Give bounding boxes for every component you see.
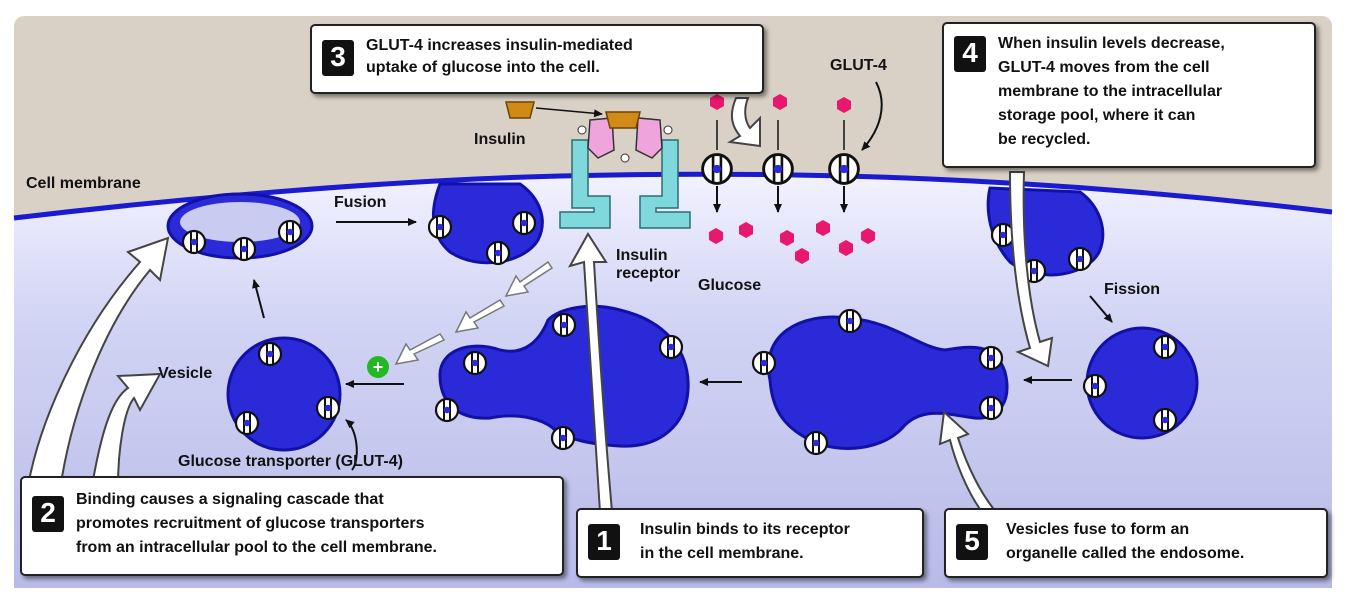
label-cell-membrane: Cell membrane <box>26 175 141 192</box>
label-glut4: GLUT-4 <box>830 57 887 74</box>
callout-step-1: 1 Insulin binds to its receptor in the c… <box>576 508 924 578</box>
label-insulin-receptor-line2: receptor <box>616 265 680 282</box>
step-2-number: 2 <box>32 496 64 532</box>
step-3-text-line1: GLUT-4 increases insulin-mediated <box>366 37 633 54</box>
insulin-receptor <box>559 117 691 229</box>
label-glucose: Glucose <box>698 277 761 294</box>
step-4-number: 4 <box>954 36 986 72</box>
insulin-binding-arrow <box>535 107 603 118</box>
step-3-number: 3 <box>322 40 354 76</box>
callout-step-2: 2 Binding causes a signaling cascade tha… <box>20 476 564 576</box>
label-glucose-transporter: Glucose transporter (GLUT-4) <box>178 453 403 470</box>
step-1-text-line2: in the cell membrane. <box>640 545 804 562</box>
callout-step-4: 4 When insulin levels decrease, GLUT-4 m… <box>942 22 1316 168</box>
signaling-arrows <box>394 260 554 366</box>
insulin-molecule-bound <box>605 111 641 129</box>
step-1-number: 1 <box>588 524 620 560</box>
signal-plus-icon <box>367 356 389 378</box>
label-insulin-receptor-line1: Insulin <box>616 247 668 264</box>
insulin-molecule-free <box>505 101 535 119</box>
membrane-glut4-channels <box>701 120 860 213</box>
pathway-arrows <box>252 81 1113 471</box>
step-3-text-line2: uptake of glucose into the cell. <box>366 59 600 76</box>
step-4-text-line3: membrane to the intracellular <box>998 83 1223 100</box>
step-2-text-line3: from an intracellular pool to the cell m… <box>76 539 437 556</box>
step-4-text-line2: GLUT-4 moves from the cell <box>998 59 1210 76</box>
callout-pointers <box>26 97 1054 513</box>
step-1-text-line1: Insulin binds to its receptor <box>640 521 850 538</box>
signal-plus-symbol: + <box>373 357 384 377</box>
step-5-number: 5 <box>956 524 988 560</box>
label-fusion: Fusion <box>334 194 386 211</box>
step-4-text-line5: be recycled. <box>998 131 1091 148</box>
step-2-text-line2: promotes recruitment of glucose transpor… <box>76 515 425 532</box>
endosome-middle <box>438 304 690 448</box>
step-5-text-line2: organelle called the endosome. <box>1006 545 1245 562</box>
label-fission: Fission <box>1104 281 1160 298</box>
label-vesicle: Vesicle <box>158 365 212 382</box>
callout-step-3: 3 GLUT-4 increases insulin-mediated upta… <box>310 24 764 94</box>
glucose-molecules <box>709 94 875 264</box>
step-4-text-line4: storage pool, where it can <box>998 107 1196 124</box>
step-2-text-line1: Binding causes a signaling cascade that <box>76 491 384 508</box>
step-4-text-line1: When insulin levels decrease, <box>998 35 1225 52</box>
label-insulin: Insulin <box>474 131 526 148</box>
callout-step-5: 5 Vesicles fuse to form an organelle cal… <box>944 508 1328 578</box>
step-5-text-line1: Vesicles fuse to form an <box>1006 521 1190 538</box>
